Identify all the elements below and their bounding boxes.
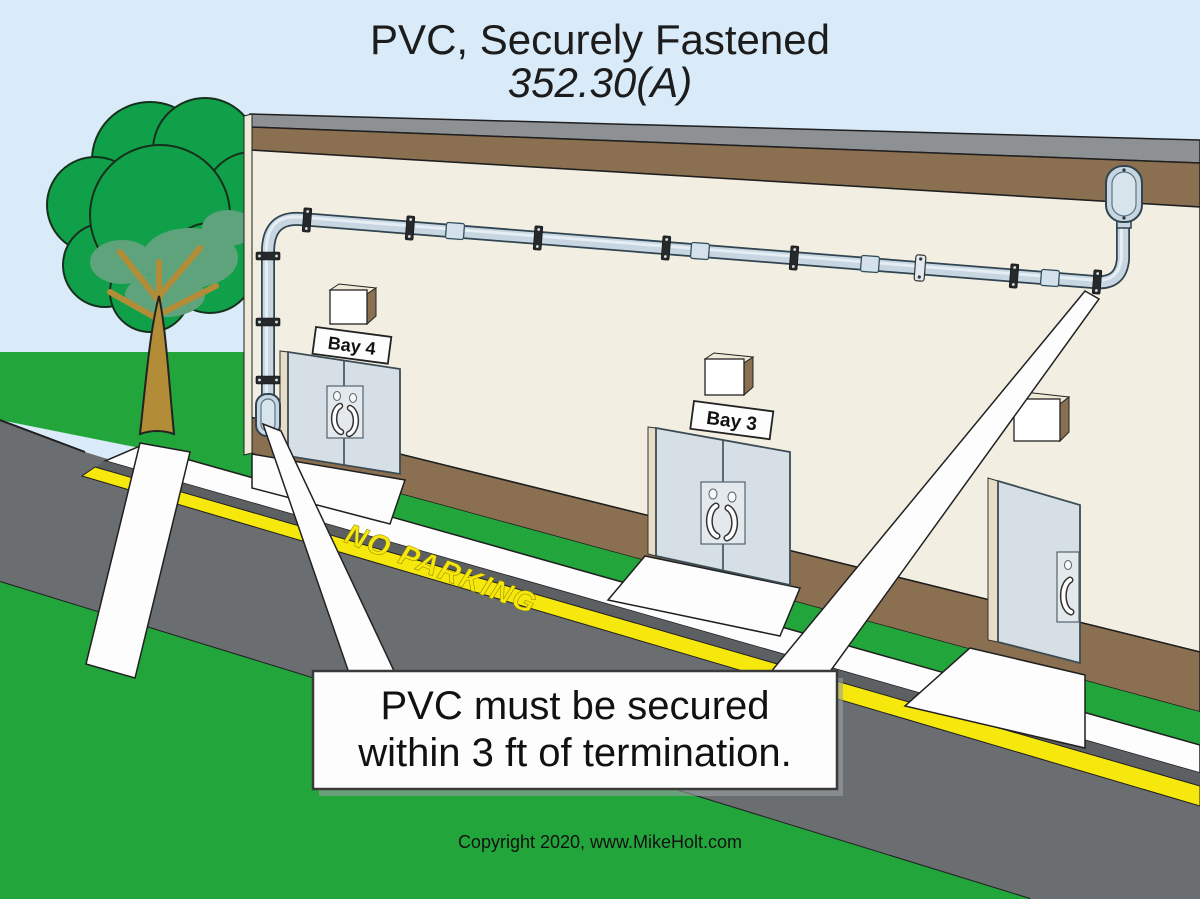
title-code-reference: 352.30(A) <box>508 59 692 106</box>
copyright-text: Copyright 2020, www.MikeHolt.com <box>458 832 742 852</box>
callout-box: PVC must be secured within 3 ft of termi… <box>311 669 843 796</box>
title-line1: PVC, Securely Fastened <box>370 16 830 63</box>
right-door-apron <box>903 647 1086 749</box>
callout-text-line1: PVC must be secured <box>380 684 769 728</box>
pvc-conduit <box>255 165 1143 437</box>
wall-box-2 <box>703 352 755 397</box>
driveway-stripe <box>85 442 191 679</box>
corner-trim <box>243 113 253 456</box>
tree-trunk <box>138 295 176 436</box>
bay3-sign: Bay 3 <box>689 399 775 441</box>
tree-branches <box>107 245 219 321</box>
lb-conduit-body-right <box>1105 165 1143 229</box>
bay4-sign: Bay 4 <box>311 325 393 365</box>
bay4-doors <box>279 350 401 476</box>
lb-fitting-left <box>255 393 281 437</box>
callout-text-line2: within 3 ft of termination. <box>357 731 792 775</box>
door-frame-trim <box>987 477 999 643</box>
door-frame-trim <box>647 426 657 557</box>
bay3-doors <box>647 426 791 587</box>
lawn <box>0 352 250 480</box>
wall-box-1 <box>328 283 378 326</box>
road-top-edge <box>0 419 86 453</box>
right-door <box>987 477 1081 665</box>
bay3-apron <box>606 555 802 637</box>
